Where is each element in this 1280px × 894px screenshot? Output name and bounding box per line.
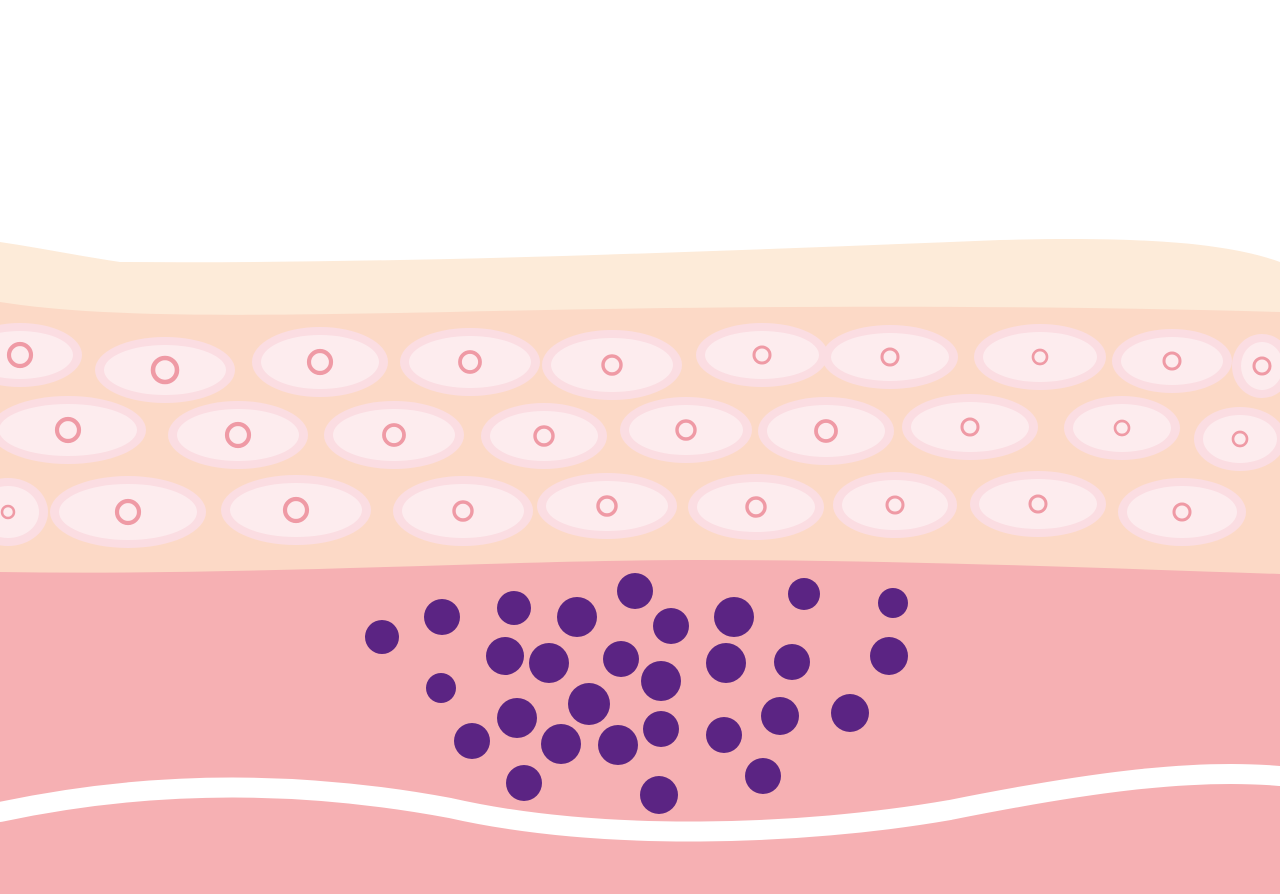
cell-nucleus bbox=[306, 348, 334, 376]
surface-layer bbox=[0, 238, 1280, 315]
cell-nucleus bbox=[0, 504, 16, 520]
epithelial-cell bbox=[822, 325, 958, 389]
cell-nucleus bbox=[1252, 356, 1272, 376]
epithelial-cell bbox=[393, 476, 533, 546]
epithelial-cell bbox=[1064, 396, 1180, 460]
epithelial-cell bbox=[324, 401, 464, 469]
cell-nucleus bbox=[885, 495, 905, 515]
epithelial-cells-group bbox=[0, 323, 1280, 548]
epithelial-cell bbox=[758, 397, 894, 465]
epithelial-cell bbox=[1194, 407, 1280, 471]
epithelial-cell bbox=[95, 337, 235, 403]
lymphocyte bbox=[541, 724, 581, 764]
lymphocyte bbox=[486, 637, 524, 675]
epithelial-cell bbox=[537, 473, 677, 539]
epithelial-cell bbox=[252, 327, 388, 397]
cell-nucleus bbox=[1113, 419, 1131, 437]
cell-nucleus bbox=[452, 500, 474, 522]
epithelial-cell bbox=[50, 476, 206, 548]
cell-nucleus bbox=[745, 496, 767, 518]
epithelial-cell bbox=[1112, 329, 1232, 393]
cell-nucleus bbox=[752, 345, 772, 365]
cell-nucleus bbox=[458, 350, 482, 374]
lymphocyte bbox=[497, 591, 531, 625]
lymphocyte bbox=[714, 597, 754, 637]
cell-nucleus bbox=[6, 341, 34, 369]
lymphocyte bbox=[598, 725, 638, 765]
epithelial-cell bbox=[542, 330, 682, 400]
epithelial-cell bbox=[481, 403, 607, 469]
cell-nucleus bbox=[224, 421, 252, 449]
epithelial-cell bbox=[400, 328, 540, 396]
cell-nucleus bbox=[150, 355, 180, 385]
lymphocyte bbox=[878, 588, 908, 618]
lymphocyte bbox=[568, 683, 610, 725]
lymphocyte bbox=[557, 597, 597, 637]
epithelial-cell bbox=[974, 324, 1106, 390]
epithelial-cell bbox=[0, 478, 48, 546]
epithelial-cell bbox=[0, 323, 82, 387]
epithelial-cell bbox=[0, 396, 146, 464]
epithelial-cell bbox=[833, 472, 957, 538]
cell-nucleus bbox=[382, 423, 406, 447]
basement-line bbox=[0, 763, 1280, 842]
cell-nucleus bbox=[1028, 494, 1048, 514]
cell-nucleus bbox=[596, 495, 618, 517]
lymphocyte bbox=[653, 608, 689, 644]
epithelial-cell bbox=[696, 323, 828, 387]
epithelial-cell bbox=[168, 401, 308, 469]
lymphocyte bbox=[831, 694, 869, 732]
lymphocyte bbox=[506, 765, 542, 801]
cell-nucleus bbox=[54, 416, 82, 444]
lymphocyte bbox=[788, 578, 820, 610]
lymphocyte bbox=[454, 723, 490, 759]
lymphocyte bbox=[745, 758, 781, 794]
epithelial-cell bbox=[902, 394, 1038, 460]
cell-nucleus bbox=[1031, 348, 1049, 366]
cell-nucleus bbox=[880, 347, 900, 367]
epithelial-cell bbox=[620, 397, 752, 463]
lymphocyte bbox=[617, 573, 653, 609]
cell-cytoplasm bbox=[0, 486, 39, 538]
cell-nucleus bbox=[1231, 430, 1249, 448]
cell-nucleus bbox=[533, 425, 555, 447]
cell-nucleus bbox=[1162, 351, 1182, 371]
lymphocyte bbox=[870, 637, 908, 675]
lymphocyte bbox=[643, 711, 679, 747]
cell-nucleus bbox=[601, 354, 623, 376]
cell-nucleus bbox=[814, 419, 838, 443]
lymphocyte bbox=[603, 641, 639, 677]
epithelial-cell bbox=[221, 475, 371, 545]
lymphocyte bbox=[641, 661, 681, 701]
lymphocyte bbox=[761, 697, 799, 735]
lymphocyte bbox=[706, 717, 742, 753]
lymphocyte bbox=[426, 673, 456, 703]
lymphocyte bbox=[365, 620, 399, 654]
lymphocyte bbox=[774, 644, 810, 680]
cell-nucleus bbox=[282, 496, 310, 524]
lymphocyte bbox=[529, 643, 569, 683]
lymphocyte bbox=[640, 776, 678, 814]
lymphocytes-group bbox=[365, 573, 908, 814]
epithelial-cell bbox=[1232, 334, 1280, 398]
epithelial-cell bbox=[688, 474, 824, 540]
cell-nucleus bbox=[675, 419, 697, 441]
lymphocyte bbox=[706, 643, 746, 683]
lymphocyte bbox=[424, 599, 460, 635]
cell-nucleus bbox=[114, 498, 142, 526]
epithelial-cell bbox=[970, 471, 1106, 537]
lymphocyte bbox=[497, 698, 537, 738]
cell-nucleus bbox=[960, 417, 980, 437]
epithelial-cell bbox=[1118, 478, 1246, 546]
cell-nucleus bbox=[1172, 502, 1192, 522]
